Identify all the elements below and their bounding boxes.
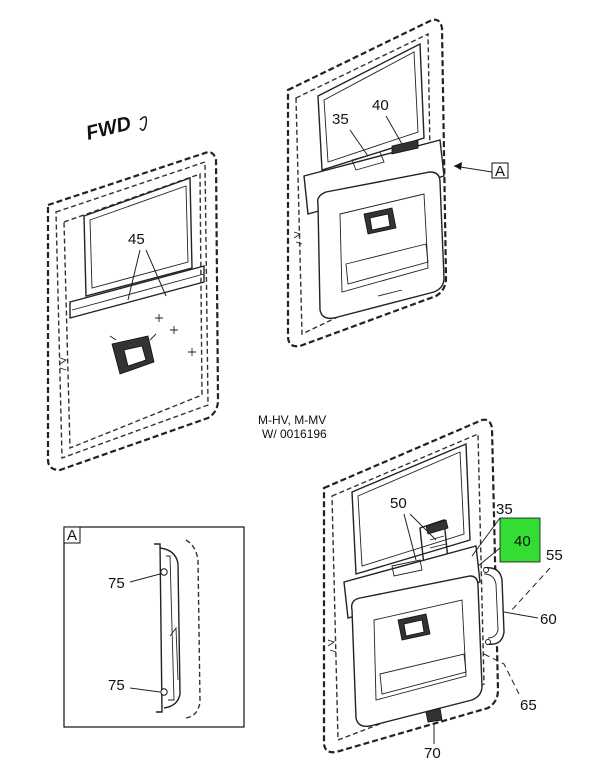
door-trim-panel — [316, 171, 445, 320]
detail-view-a: A 75 75 — [63, 526, 245, 728]
fwd-direction-indicator: FWD — [84, 112, 148, 145]
callout-40-highlight — [499, 517, 541, 563]
callout-70: 70 — [424, 745, 441, 761]
callout-50: 50 — [390, 495, 407, 512]
fastener-lower — [160, 688, 168, 696]
callout-60: 60 — [540, 611, 557, 628]
view-reference-box — [491, 162, 509, 179]
door-latch-mechanism — [109, 333, 157, 375]
view-reference-label: A — [495, 163, 505, 180]
fastener-upper — [160, 568, 168, 576]
interior-handle — [363, 207, 397, 235]
detail-view-label-box — [63, 526, 81, 544]
door-top-right: 35 40 A — [286, 18, 509, 348]
callout-35-bottom: 35 — [496, 501, 513, 518]
callout-55: 55 — [546, 547, 563, 564]
assist-grab-handle — [483, 567, 505, 645]
door-trim-panel-lower — [350, 575, 483, 728]
fwd-arrow-icon — [139, 116, 148, 131]
callout-35-top: 35 — [332, 111, 349, 128]
interior-handle-lower — [397, 613, 431, 641]
config-note-line1: M-HV, M-MV — [258, 413, 326, 427]
door-bottom-right: 50 35 40 55 60 65 70 — [322, 418, 563, 761]
callout-65: 65 — [520, 697, 537, 714]
detail-view-label: A — [67, 527, 77, 544]
callout-40-bottom: 40 — [514, 533, 531, 550]
callout-40-top: 40 — [372, 97, 389, 114]
config-note-line2: W/ 0016196 — [262, 427, 327, 441]
callout-75-upper: 75 — [108, 575, 125, 592]
callout-45: 45 — [128, 231, 145, 248]
detail-view-frame — [63, 526, 245, 728]
fwd-label: FWD — [84, 112, 134, 144]
door-frame-left: 45 — [46, 150, 220, 472]
callout-75-lower: 75 — [108, 677, 125, 694]
